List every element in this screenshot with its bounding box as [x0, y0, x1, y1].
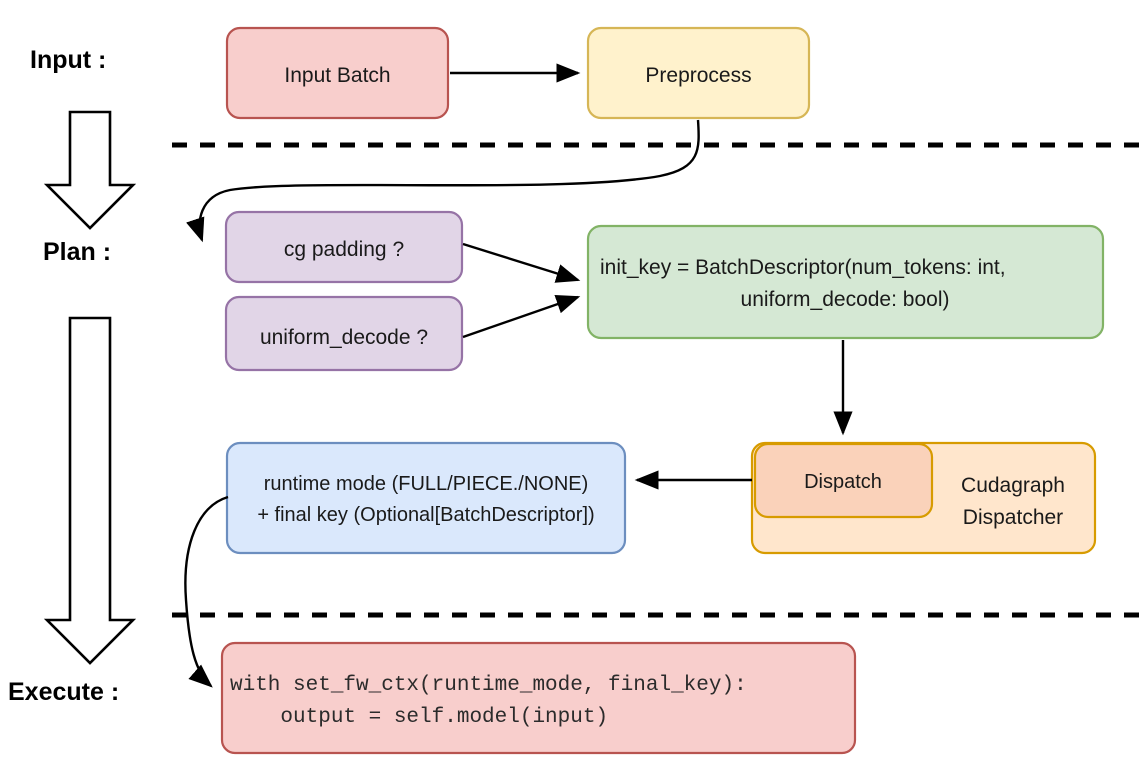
- stage-label-execute: Execute :: [8, 678, 119, 706]
- node-preprocess-label: Preprocess: [645, 64, 751, 87]
- node-cg-padding[interactable]: [224, 210, 464, 284]
- stage-label-input: Input :: [30, 46, 106, 74]
- edge-preprocess-to-cg-padding: [186, 119, 700, 243]
- node-init-key-line1: init_key = BatchDescriptor(num_tokens: i…: [600, 256, 1006, 279]
- node-uniform-decode[interactable]: [224, 295, 464, 372]
- node-dispatch[interactable]: [753, 442, 934, 519]
- node-uniform-decode-label: uniform_decode ?: [260, 326, 428, 349]
- node-cg-padding-label: cg padding ?: [284, 238, 404, 261]
- stage-arrow-plan-to-execute: [43, 316, 137, 665]
- node-init-key[interactable]: [586, 224, 1105, 340]
- node-runtime-mode-line2: + final key (Optional[BatchDescriptor]): [257, 504, 594, 526]
- node-input-batch-label: Input Batch: [284, 64, 390, 87]
- node-init-key-line2: uniform_decode: bool): [741, 288, 950, 311]
- stage-arrow-input-to-plan: [43, 110, 137, 230]
- node-execute-code[interactable]: [220, 641, 857, 755]
- node-cudagraph-dispatcher-line2: Dispatcher: [963, 506, 1063, 529]
- node-runtime-mode[interactable]: [225, 441, 627, 555]
- node-cudagraph-dispatcher-line1: Cudagraph: [961, 474, 1065, 497]
- node-execute-code-line2: output = self.model(input): [230, 706, 608, 729]
- edge-runtime-mode-to-execute-code: [184, 495, 229, 688]
- stage-label-plan: Plan :: [43, 238, 111, 266]
- edge-uniform-decode-to-init-key: [462, 295, 581, 339]
- edge-cg-padding-to-init-key: [462, 242, 581, 283]
- node-preprocess[interactable]: [586, 26, 811, 120]
- node-dispatch-label: Dispatch: [804, 471, 882, 493]
- node-input-batch[interactable]: [225, 26, 450, 120]
- node-execute-code-line1: with set_fw_ctx(runtime_mode, final_key)…: [230, 674, 747, 697]
- node-runtime-mode-line1: runtime mode (FULL/PIECE./NONE): [264, 473, 589, 495]
